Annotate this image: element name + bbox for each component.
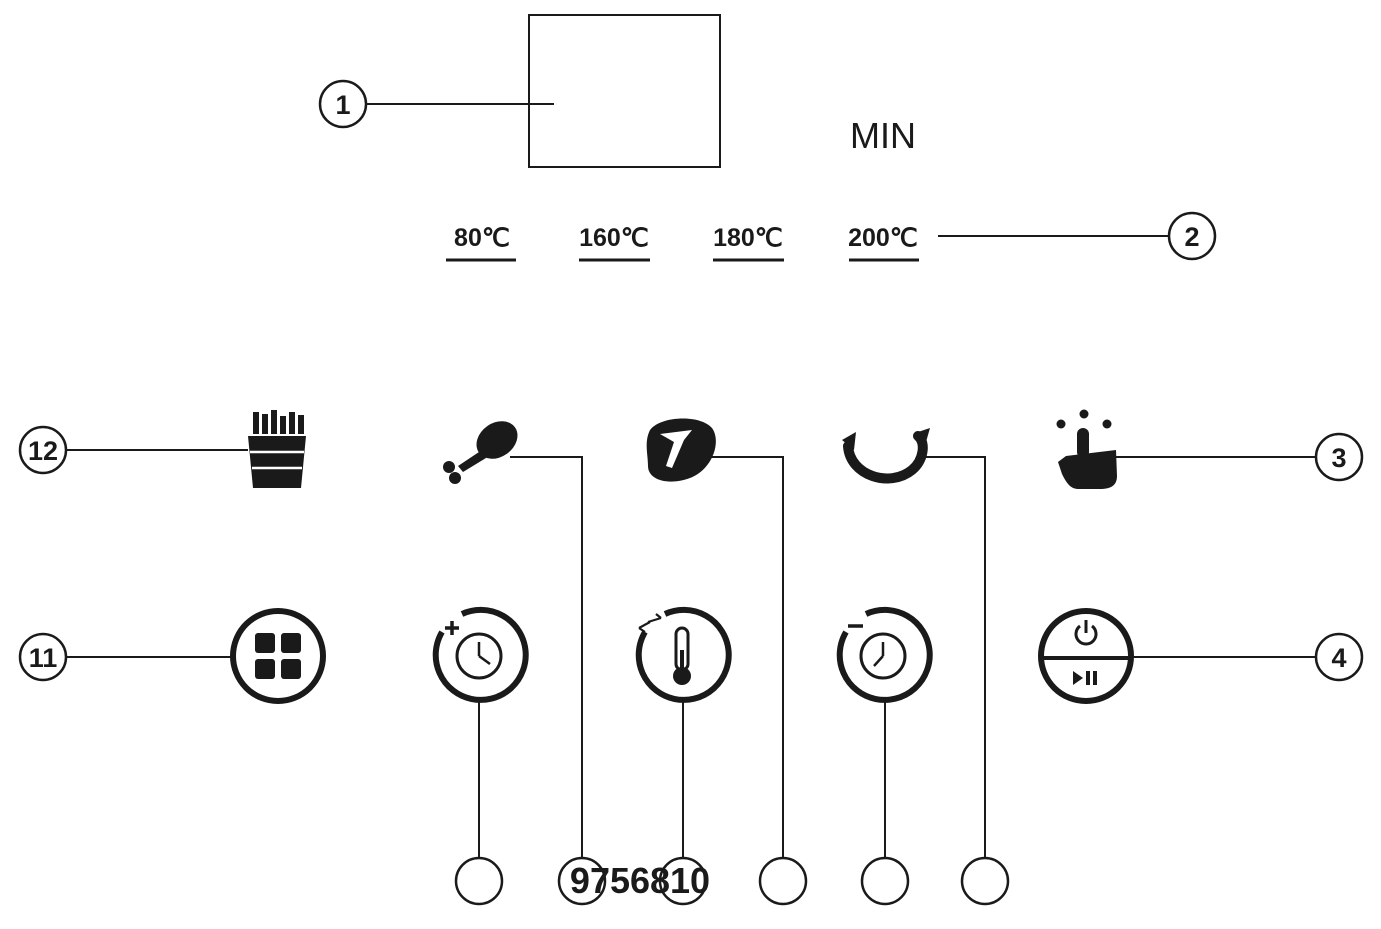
svg-text:3: 3 [1331, 443, 1346, 473]
svg-text:1: 1 [335, 90, 350, 120]
callout-2: 2 [938, 211, 1217, 261]
svg-text:180℃: 180℃ [713, 224, 783, 252]
display-window [528, 14, 721, 168]
svg-text:2: 2 [1184, 222, 1199, 252]
temp-preset-80[interactable]: 80℃ [446, 224, 516, 262]
svg-text:200℃: 200℃ [848, 224, 918, 252]
svg-text:80℃: 80℃ [454, 224, 510, 252]
min-label: MIN [850, 115, 916, 156]
timer-minus-icon[interactable] [836, 606, 933, 703]
callout-12: 12 [18, 425, 248, 475]
svg-text:160℃: 160℃ [579, 224, 649, 252]
fries-icon[interactable] [248, 410, 306, 488]
menu-grid-icon[interactable] [230, 608, 326, 704]
touch-icon[interactable] [1056, 409, 1118, 490]
temp-preset-200[interactable]: 200℃ [848, 224, 919, 262]
thermometer-icon[interactable] [635, 606, 732, 703]
timer-plus-icon[interactable] [432, 606, 529, 703]
callout-circle-bottom-1 [454, 856, 504, 906]
callout-3: 3 [1108, 432, 1364, 482]
bottom-callout-numbers: 9756810 [570, 860, 710, 901]
connector-lines [478, 456, 986, 858]
drumstick-icon[interactable] [443, 413, 525, 484]
steak-icon[interactable] [646, 418, 716, 482]
callout-4: 4 [1131, 632, 1364, 682]
callout-11: 11 [18, 632, 233, 682]
callout-circle-bottom-2 [557, 856, 607, 906]
temperature-presets: 80℃ 160℃ 180℃ 200℃ [446, 224, 919, 262]
callout-1: 1 [318, 79, 554, 129]
svg-text:11: 11 [29, 643, 58, 673]
temp-preset-160[interactable]: 160℃ [579, 224, 650, 262]
bottom-callout-circles [454, 856, 1010, 906]
svg-text:12: 12 [28, 436, 58, 466]
callout-circle-bottom-6 [960, 856, 1010, 906]
callout-circle-bottom-3 [658, 856, 708, 906]
power-play-pause-icon[interactable] [1038, 608, 1134, 704]
shrimp-icon[interactable] [842, 428, 930, 484]
svg-text:4: 4 [1331, 643, 1346, 673]
temp-preset-180[interactable]: 180℃ [713, 224, 784, 262]
callout-circle-bottom-4 [758, 856, 808, 906]
callout-circle-bottom-5 [860, 856, 910, 906]
